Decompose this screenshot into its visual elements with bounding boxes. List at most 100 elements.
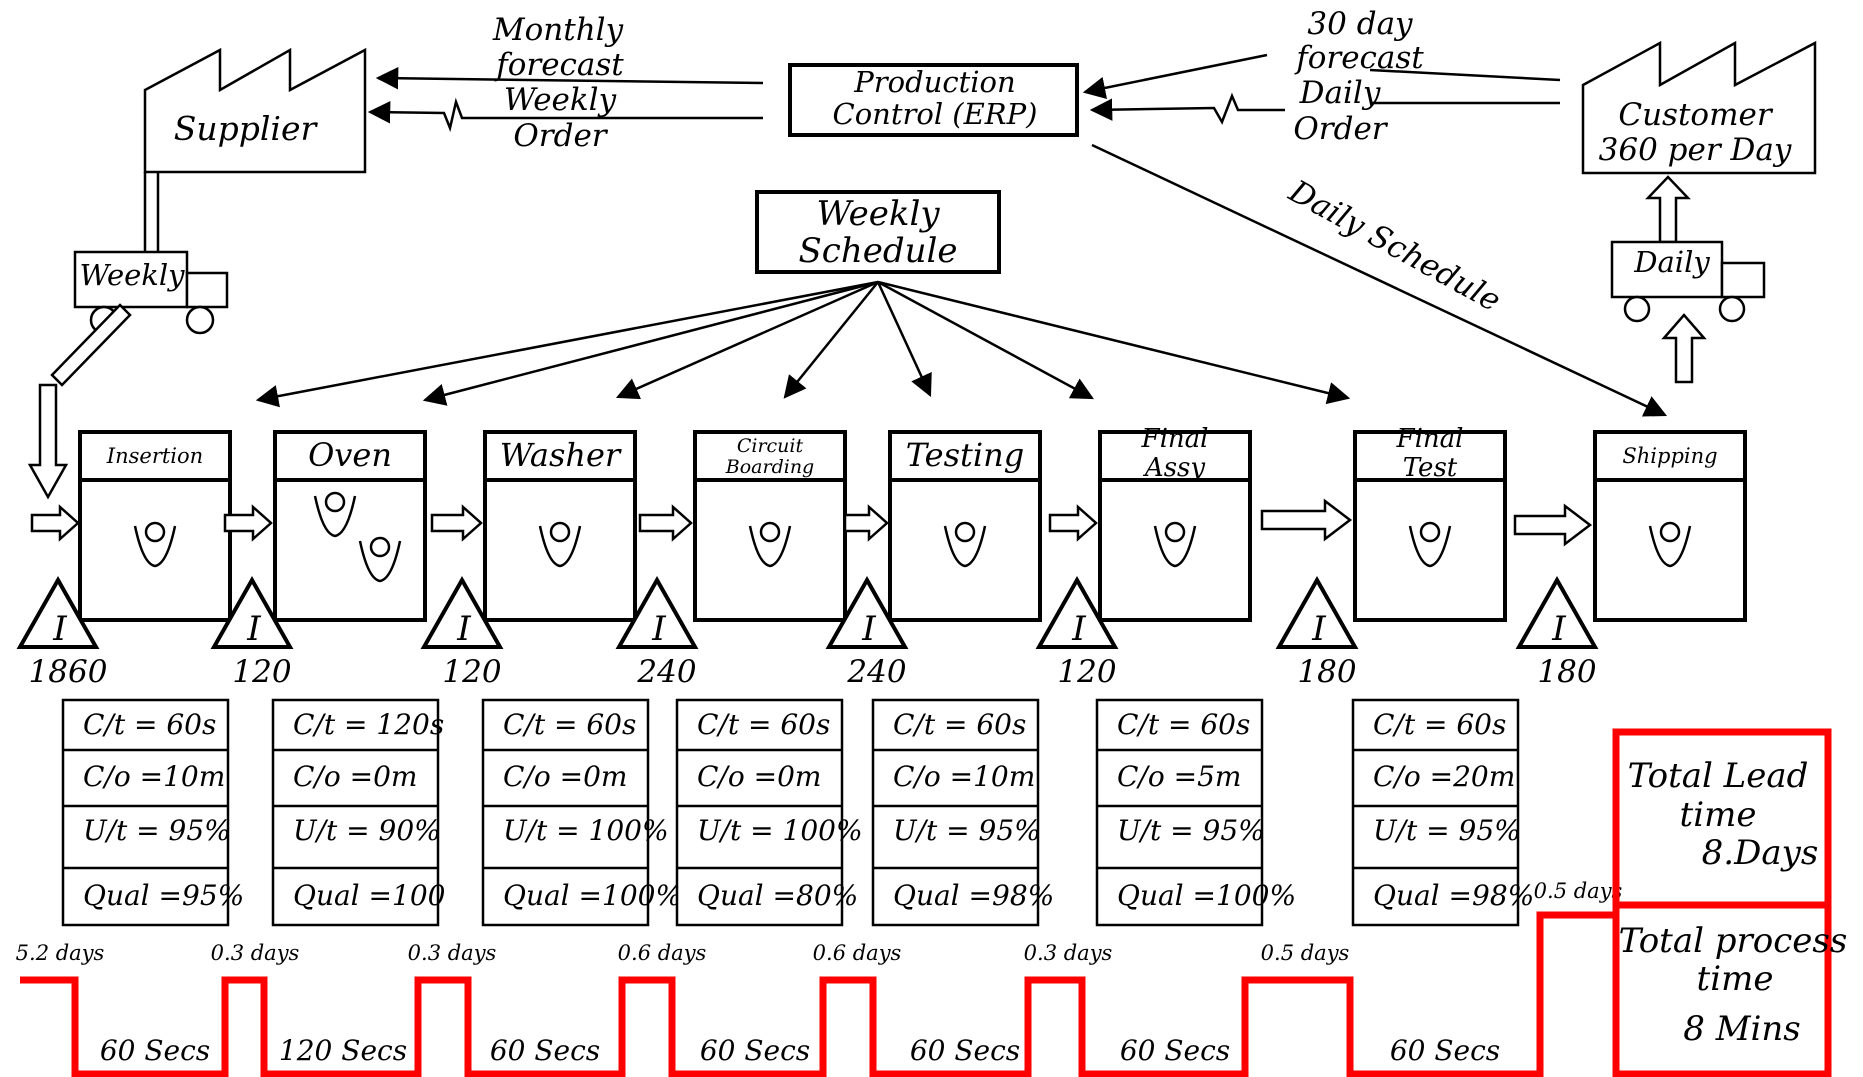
changeover-time: C/o =5m xyxy=(1117,760,1241,793)
process-time-label: 60 Secs xyxy=(700,1034,810,1067)
truck-icon xyxy=(73,250,189,309)
inventory-qty: 120 xyxy=(1057,654,1116,690)
quality: Qual =100% xyxy=(1117,879,1296,912)
daily-schedule-flow xyxy=(1091,143,1668,417)
process-name-line2: Boarding xyxy=(725,456,814,478)
process-time-label: 60 Secs xyxy=(1390,1034,1500,1067)
inventory-icon xyxy=(210,575,294,649)
schedule-arrow xyxy=(877,280,1351,405)
customer-forecast-2: forecast xyxy=(1294,40,1424,76)
summary-box: Total Lead time 8.Days Total process tim… xyxy=(1612,728,1848,1077)
process-name: Oven xyxy=(308,436,392,474)
inbound-arrow-icon xyxy=(27,383,69,500)
process-frame xyxy=(1098,430,1252,622)
inventory-icon xyxy=(420,575,504,649)
process-time-label: 60 Secs xyxy=(910,1034,1020,1067)
process-time-line1: Total process xyxy=(1619,921,1848,961)
forecast-line-customer xyxy=(1369,68,1561,82)
operator-icon xyxy=(943,521,987,568)
inventory-qty: 240 xyxy=(636,654,696,690)
changeover-time: C/o =10m xyxy=(83,760,225,793)
changeover-time: C/o =0m xyxy=(503,760,627,793)
timeline-line xyxy=(20,911,1616,1077)
push-arrow-icon xyxy=(1513,503,1593,547)
production-control-box xyxy=(788,63,1079,137)
push-arrow-icon xyxy=(223,504,273,542)
customer-forecast-4: Order xyxy=(1293,111,1388,147)
cycle-time: C/t = 60s xyxy=(503,708,636,741)
shipping-up-arrow-icon xyxy=(1661,313,1707,384)
push-arrow-icon xyxy=(843,504,889,542)
process-frame xyxy=(1593,430,1747,622)
inventory-triangle: I 240 xyxy=(825,575,909,690)
operator-icon xyxy=(313,491,357,538)
operator-icon xyxy=(133,521,177,568)
push-arrow-icon xyxy=(50,303,132,387)
changeover-time: C/o =10m xyxy=(893,760,1035,793)
process-frame xyxy=(273,430,427,622)
process-name-line2: Assy xyxy=(1143,453,1205,483)
quality: Qual =95% xyxy=(83,879,244,912)
operator-icon xyxy=(1648,521,1692,568)
inventory-symbol: I xyxy=(1311,609,1326,649)
schedule-arrow xyxy=(255,280,879,408)
data-box-frame xyxy=(1351,698,1520,927)
changeover-time: C/o =20m xyxy=(1373,760,1515,793)
wait-time-label: 0.3 days xyxy=(211,941,300,965)
customer-forecast-3: Daily xyxy=(1299,75,1381,111)
supplier-forecast-2: forecast xyxy=(494,47,624,83)
inventory-qty: 240 xyxy=(846,654,906,690)
wait-time-label: 0.3 days xyxy=(408,941,497,965)
inventory-symbol: I xyxy=(861,609,876,649)
inventory-symbol: I xyxy=(1071,609,1086,649)
process-time-value: 8 Mins xyxy=(1683,1009,1800,1049)
process-box: Insertion xyxy=(78,430,232,622)
process-box: Shipping xyxy=(1593,430,1747,622)
customer-forecast-1: 30 day xyxy=(1307,6,1413,42)
changeover-time: C/o =0m xyxy=(697,760,821,793)
process-time-label: 120 Secs xyxy=(279,1034,407,1067)
data-box-frame xyxy=(1095,698,1264,927)
uptime: U/t = 95% xyxy=(83,814,231,847)
inventory-symbol: I xyxy=(1551,609,1566,649)
wait-time-label: 0.3 days xyxy=(1024,941,1113,965)
process-box: Testing xyxy=(888,430,1042,622)
process-time-line2: time xyxy=(1697,959,1774,999)
order-flow-to-supplier xyxy=(367,97,763,133)
cycle-time: C/t = 60s xyxy=(893,708,1026,741)
schedule-arrow xyxy=(877,280,1094,400)
customer-truck-label: Daily xyxy=(1633,245,1710,279)
weekly-schedule-line2: Schedule xyxy=(798,231,957,271)
production-control-line1: Production xyxy=(853,65,1015,99)
daily-schedule-label: Daily Schedule xyxy=(1282,173,1506,319)
process-frame xyxy=(483,430,637,622)
process-frame xyxy=(693,430,847,622)
push-arrows xyxy=(30,498,1593,547)
process-frame xyxy=(78,430,232,622)
process-box: Oven xyxy=(273,430,427,622)
inventory-symbol: I xyxy=(52,609,67,649)
data-box-frame xyxy=(871,698,1040,927)
customer-up-arrow-icon xyxy=(1645,175,1691,244)
final-wait-label: 0.5 days xyxy=(1534,879,1623,903)
inventory-icon xyxy=(1275,575,1359,649)
process-name-line1: Circuit xyxy=(737,435,804,457)
process-name: Shipping xyxy=(1622,444,1717,468)
cycle-time: C/t = 120s xyxy=(293,708,444,741)
inventory-icon xyxy=(16,575,100,649)
weekly-schedule-box xyxy=(755,190,1001,274)
inventory-qty: 120 xyxy=(442,654,501,690)
wait-time-label: 0.6 days xyxy=(618,941,707,965)
process-time-label: 60 Secs xyxy=(1120,1034,1230,1067)
operator-icon xyxy=(538,521,582,568)
customer-demand: 360 per Day xyxy=(1599,132,1792,168)
